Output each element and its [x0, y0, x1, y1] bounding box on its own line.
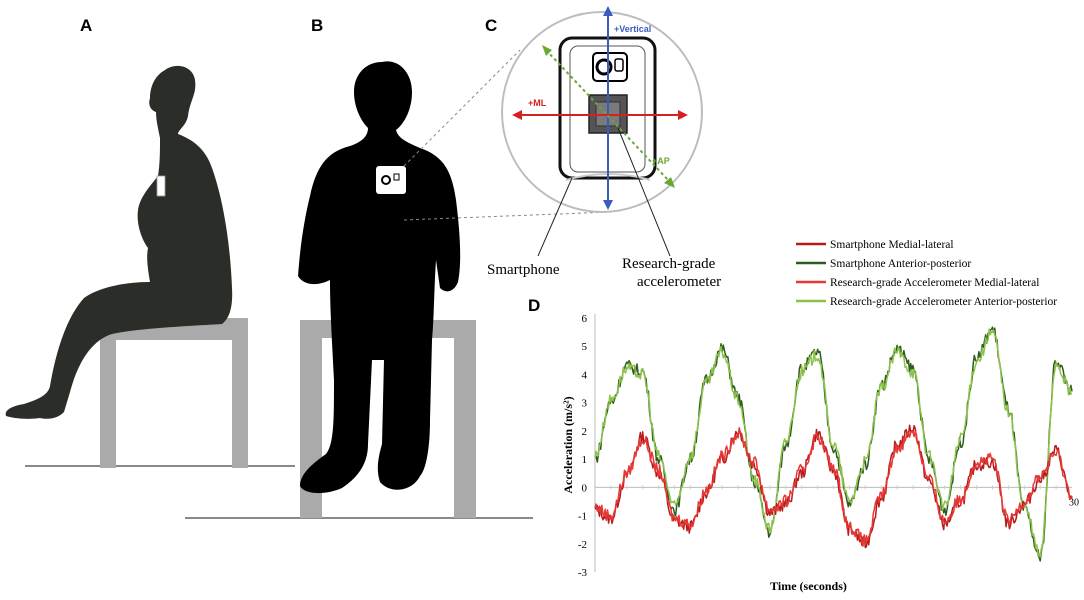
- ml-arrowhead-right: [678, 110, 688, 120]
- ap-arrowhead-top: [542, 45, 552, 56]
- vertical-arrowhead-bottom: [603, 200, 613, 210]
- ap-arrowhead-bottom: [664, 177, 675, 188]
- x-tick-label: 30: [1069, 497, 1079, 508]
- panel-label-b: B: [311, 16, 324, 35]
- y-tick-label: 6: [582, 313, 588, 325]
- y-tick-label: 2: [582, 426, 588, 438]
- y-tick-label: 3: [582, 398, 588, 410]
- panel-label-d: D: [528, 296, 541, 315]
- y-tick-label: -2: [578, 539, 587, 551]
- series-line-1: [594, 326, 1073, 562]
- stool-a: [100, 318, 248, 468]
- panel-label-a: A: [80, 16, 93, 35]
- accelerometer-label-line2: accelerometer: [637, 274, 721, 290]
- camera-icon-b: [381, 175, 391, 185]
- ml-axis-label: +ML: [528, 98, 547, 108]
- smartphone-small-a: [156, 175, 166, 197]
- flash-icon: [614, 58, 624, 72]
- seated-person-side-silhouette: [5, 65, 233, 419]
- smartphone-label: Smartphone: [487, 262, 560, 278]
- y-tick-label: -1: [578, 511, 587, 523]
- ap-axis-label: +AP: [652, 156, 670, 166]
- ap-axis-arrow: [545, 49, 671, 183]
- y-tick-label: 1: [582, 454, 588, 466]
- y-tick-label: 0: [582, 482, 588, 494]
- accelerometer-label-line1: Research-grade: [622, 256, 716, 272]
- y-axis-label: Acceleration (m/s²): [561, 396, 575, 493]
- chart-axes: 6 5 4 3 2 1 0 -1 -2 -3 30: [578, 313, 1079, 579]
- smartphone-callout-line: [537, 177, 573, 257]
- seated-person-front-silhouette: [298, 61, 461, 494]
- series-line-3: [594, 328, 1073, 558]
- panel-b-front-view: [185, 61, 533, 519]
- vertical-axis-label: +Vertical: [614, 24, 651, 34]
- flash-icon-b: [393, 173, 400, 181]
- panel-c-phone-diagram: +Vertical +ML +AP Smartphone Research-gr…: [487, 6, 721, 290]
- accelerometer-callout-line: [617, 127, 671, 257]
- legend-entry-label: Smartphone Medial-lateral: [830, 239, 954, 251]
- chart-series: [594, 326, 1073, 562]
- legend-entry-label: Research-grade Accelerometer Medial-late…: [830, 277, 1039, 289]
- series-line-2: [594, 427, 1073, 547]
- y-tick-label: -3: [578, 567, 588, 579]
- panel-label-c: C: [485, 16, 498, 35]
- vertical-arrowhead-top: [603, 6, 613, 16]
- x-axis-label: Time (seconds): [770, 579, 847, 593]
- camera-lens-icon: [595, 58, 613, 76]
- y-tick-label: 4: [582, 369, 588, 381]
- zoom-line-bottom: [403, 211, 611, 221]
- ml-arrowhead-left: [512, 110, 522, 120]
- legend-entry-label: Research-grade Accelerometer Anterior-po…: [830, 296, 1057, 308]
- panel-a-side-view: [5, 65, 295, 468]
- legend-entry-label: Smartphone Anterior-posterior: [830, 258, 971, 270]
- y-tick-label: 5: [582, 341, 588, 353]
